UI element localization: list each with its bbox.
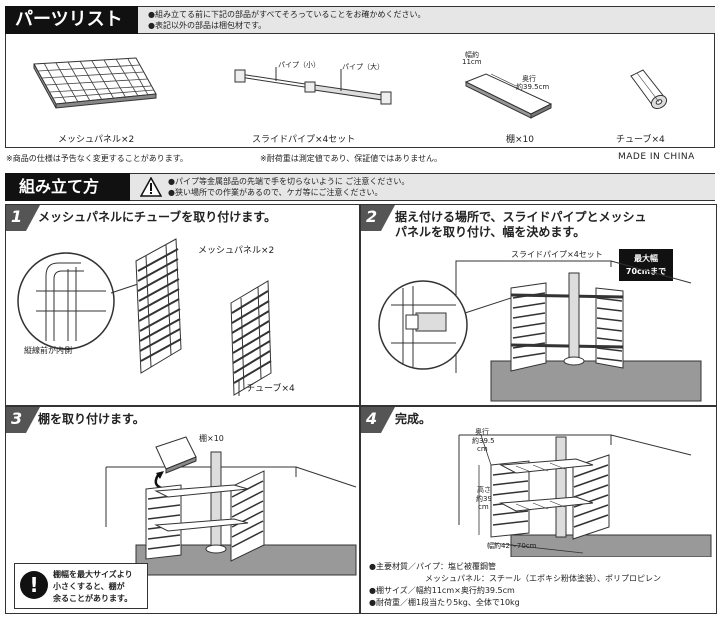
step-4-width-label: 幅約42〜70cm <box>487 542 537 550</box>
step-4-height-value: 約39 <box>476 495 492 503</box>
step-4-illustration <box>458 434 712 557</box>
shelf-width-label: 幅約 <box>465 51 479 59</box>
slide-pipe-drawing <box>234 67 392 105</box>
step-2-title-line-2: パネルを取り付け、幅を決めます。 <box>395 225 586 239</box>
step-2-number: 2 <box>361 205 395 231</box>
shelf-depth-value: 約39.5cm <box>516 83 550 91</box>
step-1-number: 1 <box>6 205 40 231</box>
step-1-illustration <box>17 238 272 396</box>
parts-box: メッシュパネル×2 パイプ（小） パイプ（大） スライドパイプ×4セット 幅約 … <box>5 34 715 148</box>
step-4-panel: 4 完成。 奥行 約 <box>360 406 717 614</box>
exclamation-icon: ! <box>20 571 48 599</box>
step-3-title: 棚を取り付けます。 <box>38 412 145 426</box>
max-width-badge-line-2: 70cmまで <box>625 267 667 276</box>
mesh-panel-drawing <box>33 57 157 109</box>
step-3-number: 3 <box>6 407 40 433</box>
assembly-warning-2: ●狭い場所での作業があるので、ケガ等にご注意ください。 <box>168 188 383 197</box>
step-4-number: 4 <box>361 407 395 433</box>
warning-icon <box>140 177 162 197</box>
pipe-small-label: パイプ（小） <box>278 61 320 69</box>
step-3-illustration <box>105 436 357 576</box>
spec-material: ●主要材質／パイプ：塩ビ被覆鋼管 <box>369 562 496 571</box>
step-4-height-label: 高さ <box>477 486 491 494</box>
footnote-load: ※耐荷重は測定値であり、保証値ではありません。 <box>260 154 443 163</box>
caution-line-2: 小さくすると、棚が <box>53 582 125 591</box>
made-in-label: MADE IN CHINA <box>618 152 695 162</box>
pipe-large-label: パイプ（大） <box>342 63 384 71</box>
step-2-illustration <box>378 260 702 402</box>
step-4-depth-label: 奥行 <box>475 428 489 436</box>
step-4-title: 完成。 <box>395 412 432 426</box>
spec-load-capacity: ●耐荷重／棚1段当たり5kg、全体で10kg <box>369 598 520 607</box>
spec-shelf-size: ●棚サイズ／幅約11cm×奥行約39.5cm <box>369 586 515 595</box>
step-2-panel: 2 据え付ける場所で、スライドパイプとメッシュ パネルを取り付け、幅を決めます。… <box>360 204 717 406</box>
step-2-title-line-1: 据え付ける場所で、スライドパイプとメッシュ <box>395 210 647 224</box>
parts-header-bar: ●組み立てる前に下記の部品がすべてそろっていることをお確かめください。 ●表記以… <box>138 6 715 34</box>
shelf-label: 棚×10 <box>506 135 534 145</box>
tube-drawing <box>630 69 668 110</box>
assembly-header: 組み立て方 <box>5 173 130 201</box>
shelf-width-value: 11cm <box>462 58 482 66</box>
assembly-header-bar: ●パイプ等金属部品の先端で手を切らないように ご注意ください。 ●狭い場所での作… <box>130 173 715 201</box>
shelf-depth-label: 奥行 <box>522 75 536 83</box>
caution-line-1: 棚幅を最大サイズより <box>53 570 133 579</box>
assembly-warning-1: ●パイプ等金属部品の先端で手を切らないように ご注意ください。 <box>168 177 410 186</box>
step-1-inner-label: 縦線前が内側 <box>24 346 72 355</box>
parts-note-2: ●表記以外の部品は梱包材です。 <box>148 21 267 30</box>
step-3-shelf-label: 棚×10 <box>199 434 224 443</box>
step-4-height-unit: cm <box>478 503 489 511</box>
slide-pipe-label: スライドパイプ×4セット <box>252 135 356 145</box>
assembly-title: 組み立て方 <box>19 177 100 196</box>
parts-list-header: パーツリスト <box>5 6 138 34</box>
tube-label: チューブ×4 <box>616 135 665 145</box>
parts-list-title: パーツリスト <box>15 9 123 30</box>
footnote-spec-change: ※商品の仕様は予告なく変更することがあります。 <box>6 154 188 163</box>
caution-box: ! 棚幅を最大サイズより 小さくすると、棚が 余ることがあります。 <box>14 563 148 609</box>
shelf-board-drawing <box>464 73 553 119</box>
step-1-mesh-label: メッシュパネル×2 <box>198 246 275 256</box>
step-1-tube-label: チューブ×4 <box>246 384 295 394</box>
max-width-badge-line-1: 最大幅 <box>634 254 658 263</box>
step-2-pipe-label: スライドパイプ×4セット <box>511 250 603 259</box>
caution-line-3: 余ることがあります。 <box>53 594 133 603</box>
mesh-panel-label: メッシュパネル×2 <box>58 135 135 145</box>
step-1-title: メッシュパネルにチューブを取り付けます。 <box>38 210 277 224</box>
parts-note-1: ●組み立てる前に下記の部品がすべてそろっていることをお確かめください。 <box>148 10 426 19</box>
step-1-panel: 1 メッシュパネルにチューブを取り付けます。 <box>5 204 360 406</box>
step-4-depth-unit: cm <box>477 445 488 453</box>
step-4-depth-value: 約39.5 <box>472 437 495 445</box>
spec-material-mesh: メッシュパネル：スチール（エポキシ粉体塗装）、ポリプロピレン <box>425 574 661 583</box>
step-3-panel: 3 棚を取り付けます。 棚×10 ! 棚幅を <box>5 406 360 614</box>
